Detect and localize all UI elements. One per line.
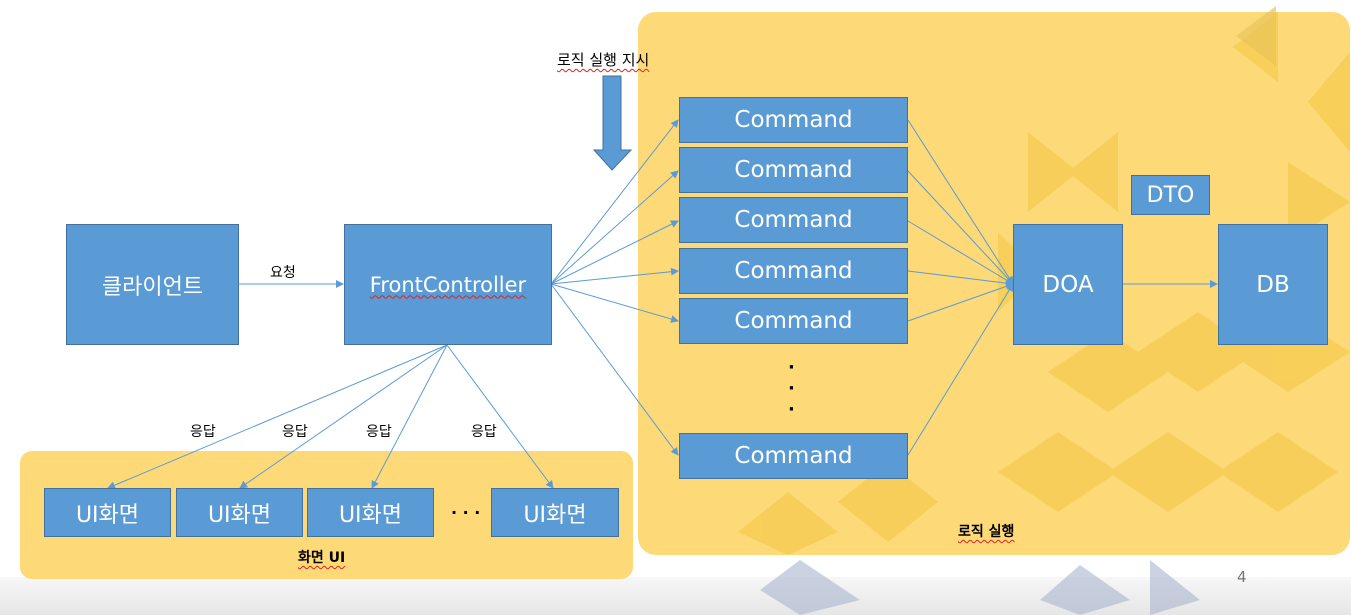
- ui-screen-label: UI화면: [75, 502, 140, 528]
- command-label: Command: [734, 207, 853, 233]
- logic-panel-label: 로직 실행: [958, 524, 1015, 540]
- client-label: 클라이언트: [101, 274, 204, 300]
- command-to-doa-arrow: [907, 119, 1014, 285]
- ui-screen-label: UI화면: [207, 502, 272, 528]
- client-box: 클라이언트: [66, 224, 239, 345]
- response-label: 응답: [471, 424, 497, 440]
- command-to-doa-arrow: [907, 220, 1014, 285]
- ui-panel-label: 화면 UI: [298, 550, 346, 566]
- command-ellipsis-dot: ·: [788, 357, 795, 378]
- front-controller-label: FrontController: [369, 272, 527, 297]
- command-box: Command: [679, 147, 908, 193]
- db-label: DB: [1256, 271, 1290, 298]
- ui-screen-label: UI화면: [523, 502, 587, 528]
- command-to-doa-arrow: [907, 170, 1014, 285]
- command-box: Command: [679, 433, 908, 479]
- command-label: Command: [734, 157, 853, 183]
- ui-screen-label: UI화면: [338, 502, 403, 528]
- slide-bottom-strip: [0, 577, 1351, 615]
- command-label: Command: [734, 258, 853, 284]
- dto-box: DTO: [1131, 175, 1210, 215]
- instruction-down-arrow: [592, 75, 633, 171]
- command-box: Command: [679, 197, 908, 243]
- command-box: Command: [679, 248, 908, 294]
- fc-to-command-arrow: [550, 170, 679, 285]
- command-box: Command: [679, 298, 908, 344]
- fc-to-command-arrow: [550, 283, 679, 456]
- instruction-label: 로직 실행 지시: [557, 51, 650, 69]
- response-label: 응답: [190, 424, 216, 440]
- doa-box: DOA: [1013, 224, 1123, 345]
- command-to-doa-arrow: [907, 283, 1014, 456]
- ui-screen-box: UI화면: [44, 488, 171, 537]
- page-number: 4: [1237, 568, 1247, 586]
- response-arrow: [446, 344, 554, 489]
- db-box: DB: [1218, 224, 1328, 345]
- response-arrow: [371, 344, 448, 489]
- command-to-doa-arrow: [907, 270, 1014, 288]
- doa-label: DOA: [1042, 271, 1094, 298]
- ui-screen-box: UI화면: [176, 488, 303, 537]
- fc-to-command-arrow: [550, 119, 679, 285]
- response-label: 응답: [282, 424, 308, 440]
- ui-screen-box: UI화면: [491, 488, 619, 537]
- request-label: 요청: [270, 265, 296, 281]
- fc-to-command-arrow: [550, 283, 679, 323]
- fc-to-command-arrow: [550, 267, 679, 285]
- response-arrow: [239, 344, 448, 489]
- command-label: Command: [734, 308, 853, 334]
- command-label: Command: [734, 107, 853, 133]
- front-controller-box: FrontController: [344, 224, 552, 345]
- command-box: Command: [679, 97, 908, 143]
- command-to-doa-arrow: [907, 282, 1014, 322]
- ui-screen-ellipsis: · · ·: [451, 503, 481, 522]
- fc-to-command-arrow: [550, 220, 679, 285]
- command-ellipsis-dot: ·: [788, 399, 795, 420]
- command-ellipsis-dot: ·: [788, 378, 795, 399]
- command-label: Command: [734, 443, 853, 469]
- ui-screen-box: UI화면: [307, 488, 434, 537]
- dto-label: DTO: [1146, 182, 1195, 208]
- response-arrow: [107, 344, 448, 489]
- response-label: 응답: [366, 424, 392, 440]
